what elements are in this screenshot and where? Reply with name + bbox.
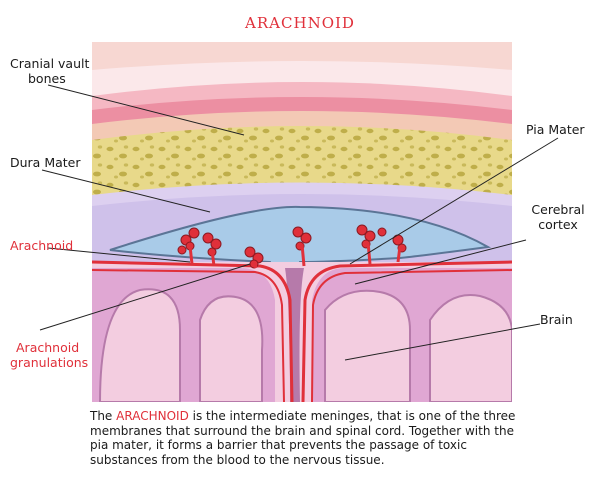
label-dura-mater: Dura Mater bbox=[10, 155, 81, 170]
pia-mater-line-right-inner bbox=[311, 269, 512, 402]
leader-dura bbox=[41, 169, 211, 213]
arachnoid-membrane-line bbox=[92, 260, 294, 402]
label-arachnoid: Arachnoid bbox=[10, 238, 74, 253]
arachnoid-granulations bbox=[177, 224, 407, 269]
leader-lines bbox=[39, 84, 559, 361]
label-cerebral-cortex: Cerebral cortex bbox=[526, 202, 590, 232]
leader-cranial bbox=[47, 84, 245, 136]
leader-arachnoid bbox=[47, 247, 191, 263]
gyrus-right bbox=[429, 294, 512, 402]
label-granulations-line1: Arachnoid bbox=[16, 340, 80, 355]
caption-before: The bbox=[90, 409, 117, 423]
leader-brain bbox=[344, 323, 541, 361]
gyrus-center-right bbox=[324, 289, 411, 402]
label-granulations-line2: granulations bbox=[10, 355, 89, 370]
label-cerebral-line1: Cerebral bbox=[531, 202, 585, 217]
gyrus-left bbox=[98, 288, 181, 402]
description-caption: The ARACHNOID is the intermediate mening… bbox=[90, 409, 530, 467]
gyrus-center-left bbox=[199, 295, 264, 402]
caption-highlight: ARACHNOID bbox=[116, 409, 189, 423]
leader-pia bbox=[349, 137, 559, 265]
leader-granulations bbox=[39, 263, 251, 331]
pia-mater-line-right bbox=[301, 260, 512, 402]
label-arachnoid-granulations: Arachnoid granulations bbox=[10, 340, 88, 370]
label-brain: Brain bbox=[540, 312, 573, 327]
label-cranial-vault-line1: Cranial vault bbox=[10, 56, 90, 71]
label-cranial-vault: Cranial vault bones bbox=[10, 56, 89, 86]
caption-after: is the intermediate meninges, that is on… bbox=[90, 409, 516, 467]
label-pia-mater: Pia Mater bbox=[526, 122, 585, 137]
pia-mater-line bbox=[92, 269, 285, 402]
label-cranial-vault-line2: bones bbox=[28, 71, 66, 86]
label-cerebral-line2: cortex bbox=[538, 217, 578, 232]
leader-cerebral bbox=[354, 239, 527, 285]
diagram-title: ARACHNOID bbox=[245, 14, 355, 32]
